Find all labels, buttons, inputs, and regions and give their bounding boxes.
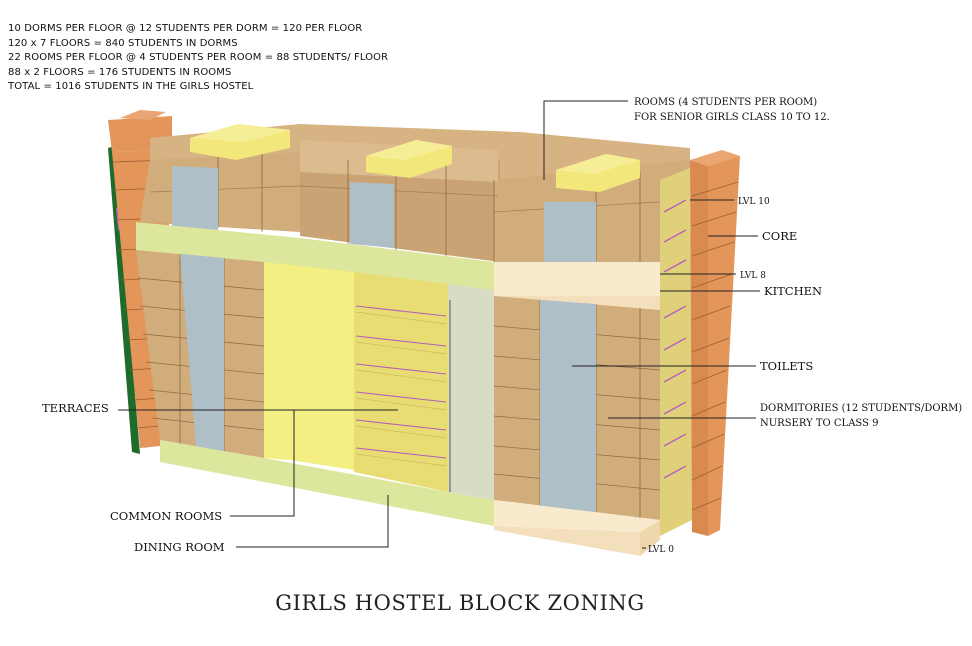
- note-line: 10 DORMS PER FLOOR @ 12 STUDENTS PER DOR…: [8, 23, 363, 34]
- zone-common-rooms: [354, 272, 448, 492]
- zone-kitchen-base: [494, 500, 660, 556]
- right-slab-edges: [660, 168, 692, 536]
- label-kitchen: KITCHEN: [764, 284, 822, 298]
- label-toilets: TOILETS: [760, 359, 813, 373]
- label-lvl8: LVL 8: [740, 271, 766, 281]
- note-line: TOTAL = 1016 STUDENTS IN THE GIRLS HOSTE…: [8, 81, 254, 92]
- label-lvl0: LVL 0: [648, 545, 674, 555]
- note-line: 120 x 7 FLOORS = 840 STUDENTS IN DORMS: [8, 37, 238, 49]
- zone-terraces: [264, 262, 354, 470]
- diagram-title: GIRLS HOSTEL BLOCK ZONING: [275, 591, 644, 615]
- circulation-strip: [448, 284, 494, 500]
- upper-toilets: [172, 166, 596, 262]
- note-line: 88 x 2 FLOORS = 176 STUDENTS IN ROOMS: [8, 66, 232, 78]
- label-dining-room: DINING ROOM: [134, 540, 225, 554]
- zone-dining-room: [160, 440, 494, 526]
- label-common-rooms: COMMON ROOMS: [110, 509, 222, 523]
- label-core: CORE: [762, 229, 797, 243]
- label-dormitories-line2: NURSERY TO CLASS 9: [760, 418, 879, 429]
- label-dormitories-line1: DORMITORIES (12 STUDENTS/DORM): [760, 403, 962, 414]
- leader-lines: [118, 100, 760, 549]
- capacity-notes: 10 DORMS PER FLOOR @ 12 STUDENTS PER DOR…: [8, 22, 388, 95]
- label-rooms-line1: ROOMS (4 STUDENTS PER ROOM): [634, 97, 817, 108]
- label-lvl10: LVL 10: [738, 197, 770, 207]
- label-terraces: TERRACES: [42, 401, 109, 415]
- zone-toilets: [180, 254, 596, 512]
- note-line: 22 ROOMS PER FLOOR @ 4 STUDENTS PER ROOM…: [8, 52, 389, 63]
- roof-stair-boxes: [190, 124, 640, 192]
- labels: ROOMS (4 STUDENTS PER ROOM) FOR SENIOR G…: [42, 97, 962, 555]
- zone-core: [690, 150, 740, 536]
- label-rooms-line2: FOR SENIOR GIRLS CLASS 10 TO 12.: [634, 112, 830, 123]
